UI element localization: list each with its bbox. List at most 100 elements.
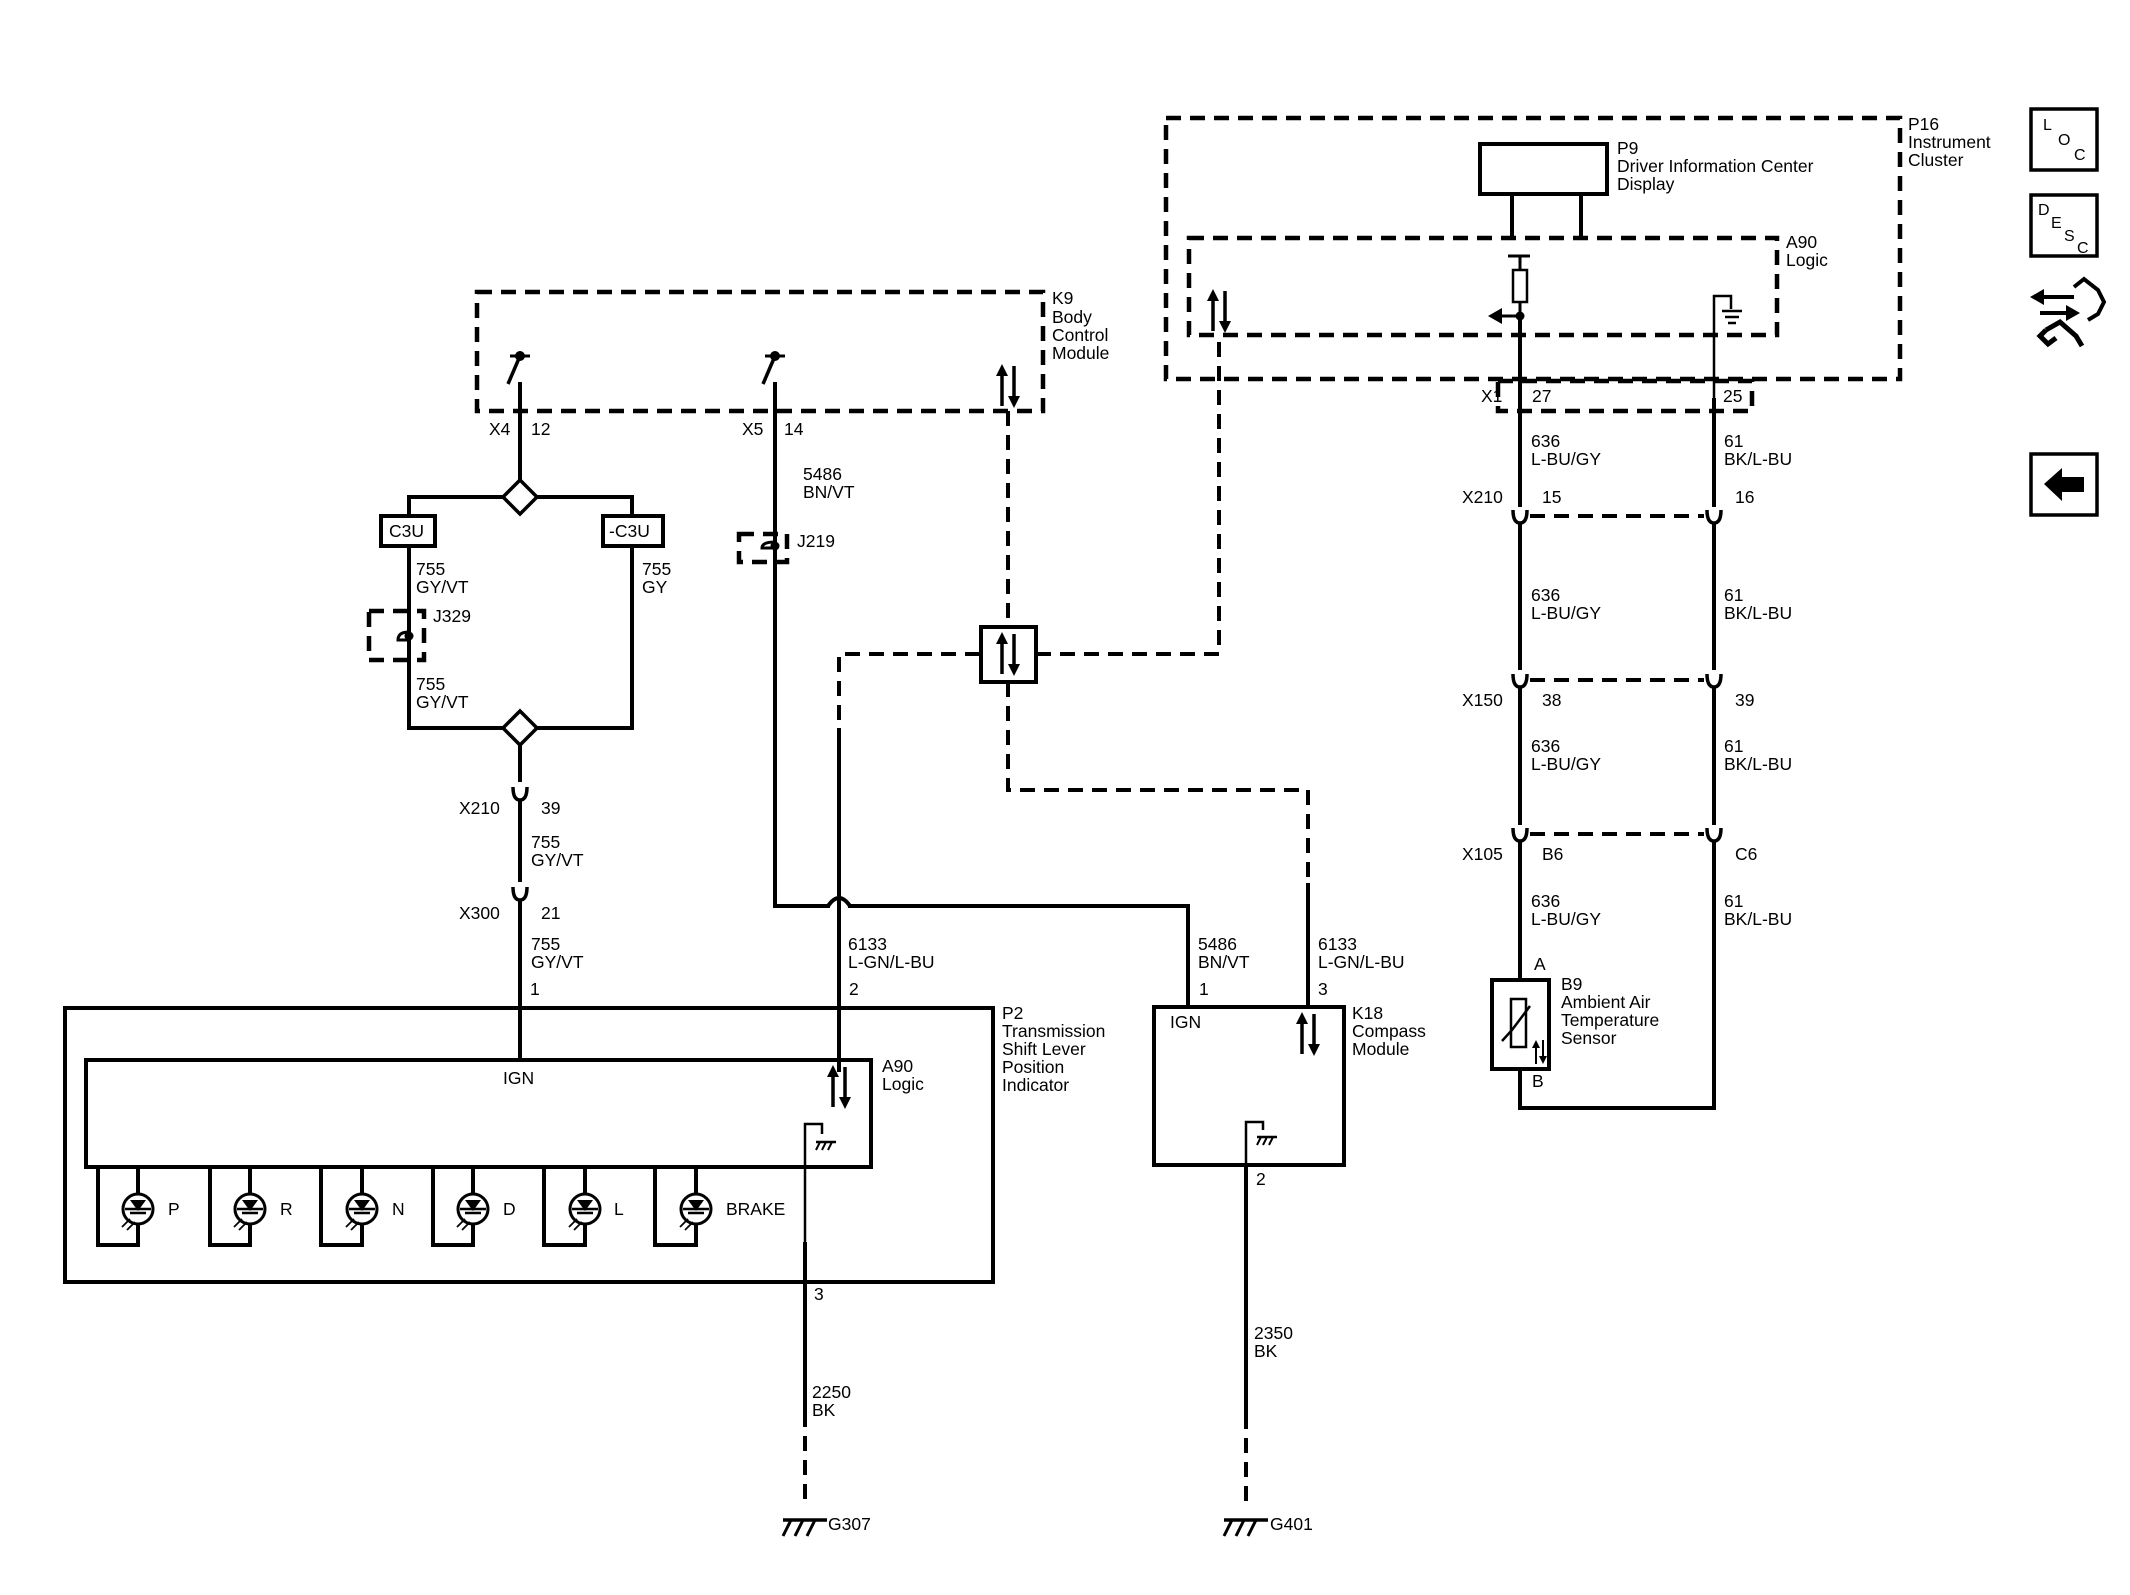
wire-61-b-circuit: 61 xyxy=(1724,585,1743,605)
description-letter-e: E xyxy=(2051,215,2062,232)
wire-2350-circuit: 2350 xyxy=(1254,1323,1293,1343)
p2-line2: Shift Lever xyxy=(1002,1039,1086,1059)
k9-body-control-module: K9 Body Control Module xyxy=(474,288,1109,414)
data-splice-arrows-icon xyxy=(994,630,1022,678)
wire-2250-color: BK xyxy=(812,1400,836,1420)
wire-755-gy-color: GY xyxy=(642,577,668,597)
x1-connector-outline xyxy=(1495,378,1755,414)
x300-label: X300 xyxy=(459,903,500,923)
p2-pin-2: 2 xyxy=(849,979,859,999)
p9-display-box xyxy=(1478,142,1609,196)
ground-g401-icon xyxy=(1222,1518,1270,1538)
option-splice-top xyxy=(500,477,540,517)
x210-ic-pin-15: 15 xyxy=(1542,487,1561,507)
x5-label: X5 xyxy=(742,419,763,439)
p16-line1: Instrument xyxy=(1908,132,1991,152)
circuit-636 xyxy=(1511,314,1529,982)
ground-g307-icon xyxy=(781,1518,829,1538)
back-arrow-icon xyxy=(2044,468,2084,501)
k18-pin-1: 1 xyxy=(1199,979,1209,999)
k18-internal-ground-icon xyxy=(1255,1135,1279,1147)
ground-g307-label: G307 xyxy=(828,1514,871,1534)
data-splice-box xyxy=(979,625,1038,684)
serial-data-network xyxy=(837,338,1310,1072)
option-c3u: C3U xyxy=(389,521,424,541)
wire-61-d-circuit: 61 xyxy=(1724,891,1743,911)
wire-755-a-color: GY/VT xyxy=(416,577,469,597)
description-letter-s: S xyxy=(2064,228,2075,245)
lamp-l-icon xyxy=(567,1192,602,1232)
wire-5486-b-circuit: 5486 xyxy=(1198,934,1237,954)
p2-ign-label: IGN xyxy=(503,1068,534,1088)
b9-ref: B9 xyxy=(1561,974,1582,994)
wire-61-d-color: BK/L-BU xyxy=(1724,909,1792,929)
wire-61-c-color: BK/L-BU xyxy=(1724,754,1792,774)
k18-line1: Compass xyxy=(1352,1021,1426,1041)
wire-755-b-color: GY/VT xyxy=(416,692,469,712)
wire-755-d-circuit: 755 xyxy=(531,934,560,954)
option-splice-bottom xyxy=(500,708,540,748)
wire-636-b-color: L-BU/GY xyxy=(1531,603,1601,623)
wire-636-c-circuit: 636 xyxy=(1531,736,1560,756)
lamp-p-label: P xyxy=(168,1199,180,1219)
x210-ic-pin-16: 16 xyxy=(1735,487,1754,507)
wire-755-a-circuit: 755 xyxy=(416,559,445,579)
lamp-brake-label: BRAKE xyxy=(726,1199,785,1219)
connector-diagnostic-icon[interactable] xyxy=(2030,276,2107,348)
k18-ign-label: IGN xyxy=(1170,1012,1201,1032)
x150-pin-39: 39 xyxy=(1735,690,1754,710)
x105-pin-b6: B6 xyxy=(1542,844,1563,864)
wire-755-c-color: GY/VT xyxy=(531,850,584,870)
wire-61-a-circuit: 61 xyxy=(1724,431,1743,451)
ic-data-arrows-icon xyxy=(1205,287,1233,335)
x1-label: X1 xyxy=(1481,386,1502,406)
x5-pin: 14 xyxy=(784,419,804,439)
wire-636-a-color: L-BU/GY xyxy=(1531,449,1601,469)
x210-left-pin: 39 xyxy=(541,798,560,818)
circuit-61 xyxy=(1518,398,1723,1110)
wire-6133-b-circuit: 6133 xyxy=(1318,934,1357,954)
k9-ref: K9 xyxy=(1052,288,1073,308)
location-button[interactable]: L O C xyxy=(2029,107,2099,172)
a90-ic-line1: Logic xyxy=(1786,250,1828,270)
p2-pin-1: 1 xyxy=(530,979,540,999)
back-button[interactable] xyxy=(2029,452,2099,517)
j329-label: J329 xyxy=(433,606,471,626)
b9-pin-b: B xyxy=(1532,1071,1544,1091)
location-letter-c: C xyxy=(2074,147,2086,164)
wire-6133-a-color: L-GN/L-BU xyxy=(848,952,935,972)
location-letter-l: L xyxy=(2043,117,2052,134)
k9-data-arrows-icon xyxy=(994,362,1022,410)
b9-line1: Ambient Air xyxy=(1561,992,1651,1012)
x210-left-label: X210 xyxy=(459,798,500,818)
j219-label: J219 xyxy=(797,531,835,551)
x300-connector-icon xyxy=(511,885,529,909)
lamp-d-label: D xyxy=(503,1199,516,1219)
p2-pin-3: 3 xyxy=(814,1284,824,1304)
wire-636-d-color: L-BU/GY xyxy=(1531,909,1601,929)
description-letter-d: D xyxy=(2038,202,2050,219)
k18-ref: K18 xyxy=(1352,1003,1383,1023)
lamp-r-label: R xyxy=(280,1199,293,1219)
k9-line2: Control xyxy=(1052,325,1108,345)
x1-pin-27: 27 xyxy=(1532,386,1551,406)
ic-internal-ground-icon xyxy=(1722,309,1742,325)
lamp-d: D xyxy=(431,1165,516,1247)
k18-data-arrows-icon xyxy=(1294,1010,1322,1058)
description-button[interactable]: D E S C xyxy=(2029,193,2099,258)
wire-636-a-circuit: 636 xyxy=(1531,431,1560,451)
lamp-r-icon xyxy=(232,1192,267,1232)
lamp-d-icon xyxy=(455,1192,490,1232)
b9-pin-a: A xyxy=(1534,954,1546,974)
splice-j329 xyxy=(366,608,427,663)
p9-line1: Driver Information Center xyxy=(1617,156,1814,176)
p2-line3: Position xyxy=(1002,1057,1064,1077)
p2-shift-lever-indicator: P2 Transmission Shift Lever Position Ind… xyxy=(63,1003,1105,1284)
a90-p2-ref: A90 xyxy=(882,1056,913,1076)
k9-line1: Body xyxy=(1052,307,1092,327)
p9-ref: P9 xyxy=(1617,138,1638,158)
lamp-l-label: L xyxy=(614,1199,624,1219)
wire-5486-b-color: BN/VT xyxy=(1198,952,1250,972)
lamp-l: L xyxy=(542,1165,624,1247)
ic-pullup-resistor xyxy=(1488,254,1530,324)
